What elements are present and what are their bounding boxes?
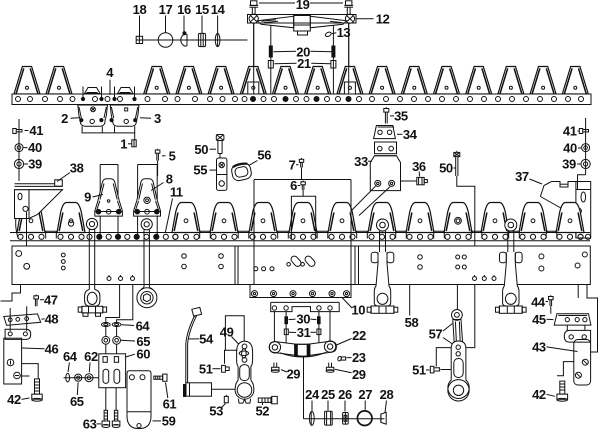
svg-text:44: 44 [531, 294, 546, 309]
svg-text:31: 31 [297, 325, 311, 340]
svg-text:10: 10 [351, 303, 365, 318]
svg-text:55: 55 [193, 163, 207, 178]
svg-text:39: 39 [28, 157, 42, 172]
svg-text:23: 23 [352, 350, 366, 365]
svg-text:41: 41 [29, 123, 43, 138]
svg-text:12: 12 [376, 11, 390, 26]
svg-text:33: 33 [354, 154, 368, 169]
svg-text:42: 42 [7, 392, 21, 407]
svg-text:36: 36 [412, 159, 426, 174]
svg-text:65: 65 [70, 394, 84, 409]
svg-text:25: 25 [321, 387, 335, 402]
svg-text:52: 52 [255, 404, 269, 419]
svg-text:22: 22 [352, 328, 366, 343]
svg-text:46: 46 [45, 341, 59, 356]
svg-text:7: 7 [289, 157, 296, 172]
svg-text:11: 11 [170, 185, 183, 200]
svg-text:14: 14 [211, 2, 226, 17]
svg-text:50: 50 [439, 161, 453, 176]
svg-text:37: 37 [515, 169, 529, 184]
svg-text:24: 24 [305, 387, 320, 402]
svg-text:18: 18 [133, 2, 147, 17]
svg-text:61: 61 [163, 397, 177, 412]
svg-text:15: 15 [195, 2, 209, 17]
svg-text:40: 40 [563, 141, 577, 156]
svg-text:29: 29 [286, 366, 300, 381]
svg-text:60: 60 [136, 347, 150, 362]
svg-text:17: 17 [159, 2, 173, 17]
svg-text:39: 39 [562, 157, 576, 172]
svg-text:62: 62 [84, 349, 98, 364]
svg-text:42: 42 [532, 387, 546, 402]
svg-text:64: 64 [136, 318, 151, 333]
svg-text:43: 43 [532, 340, 546, 355]
svg-text:45: 45 [532, 312, 546, 327]
svg-text:6: 6 [290, 178, 297, 193]
svg-text:54: 54 [199, 332, 214, 347]
svg-text:29: 29 [352, 367, 366, 382]
svg-text:13: 13 [337, 25, 351, 40]
svg-text:9: 9 [84, 190, 91, 205]
svg-text:48: 48 [45, 311, 59, 326]
svg-text:51: 51 [412, 363, 426, 378]
svg-text:2: 2 [61, 111, 68, 126]
svg-text:50: 50 [194, 142, 208, 157]
svg-text:65: 65 [136, 334, 150, 349]
svg-text:57: 57 [429, 327, 443, 342]
svg-text:34: 34 [403, 127, 418, 142]
svg-text:1: 1 [120, 136, 127, 151]
svg-text:27: 27 [358, 387, 372, 402]
svg-text:35: 35 [394, 109, 408, 124]
svg-text:30: 30 [296, 312, 310, 327]
svg-text:3: 3 [154, 111, 161, 126]
svg-text:20: 20 [296, 44, 310, 59]
svg-text:16: 16 [177, 2, 191, 17]
svg-text:28: 28 [380, 387, 394, 402]
svg-text:56: 56 [257, 148, 271, 163]
svg-text:51: 51 [199, 361, 213, 376]
svg-text:21: 21 [297, 56, 311, 71]
svg-text:8: 8 [166, 172, 173, 187]
svg-text:41: 41 [563, 124, 577, 139]
svg-text:64: 64 [63, 349, 78, 364]
svg-text:4: 4 [106, 65, 114, 80]
svg-text:40: 40 [28, 140, 42, 155]
svg-text:19: 19 [296, 0, 310, 12]
svg-text:58: 58 [405, 315, 419, 330]
svg-text:63: 63 [83, 417, 97, 432]
svg-text:5: 5 [169, 148, 176, 163]
svg-text:49: 49 [220, 325, 234, 340]
svg-text:53: 53 [209, 403, 223, 418]
svg-text:38: 38 [70, 161, 84, 176]
svg-text:26: 26 [338, 387, 352, 402]
svg-text:59: 59 [162, 414, 176, 429]
svg-text:47: 47 [44, 292, 58, 307]
